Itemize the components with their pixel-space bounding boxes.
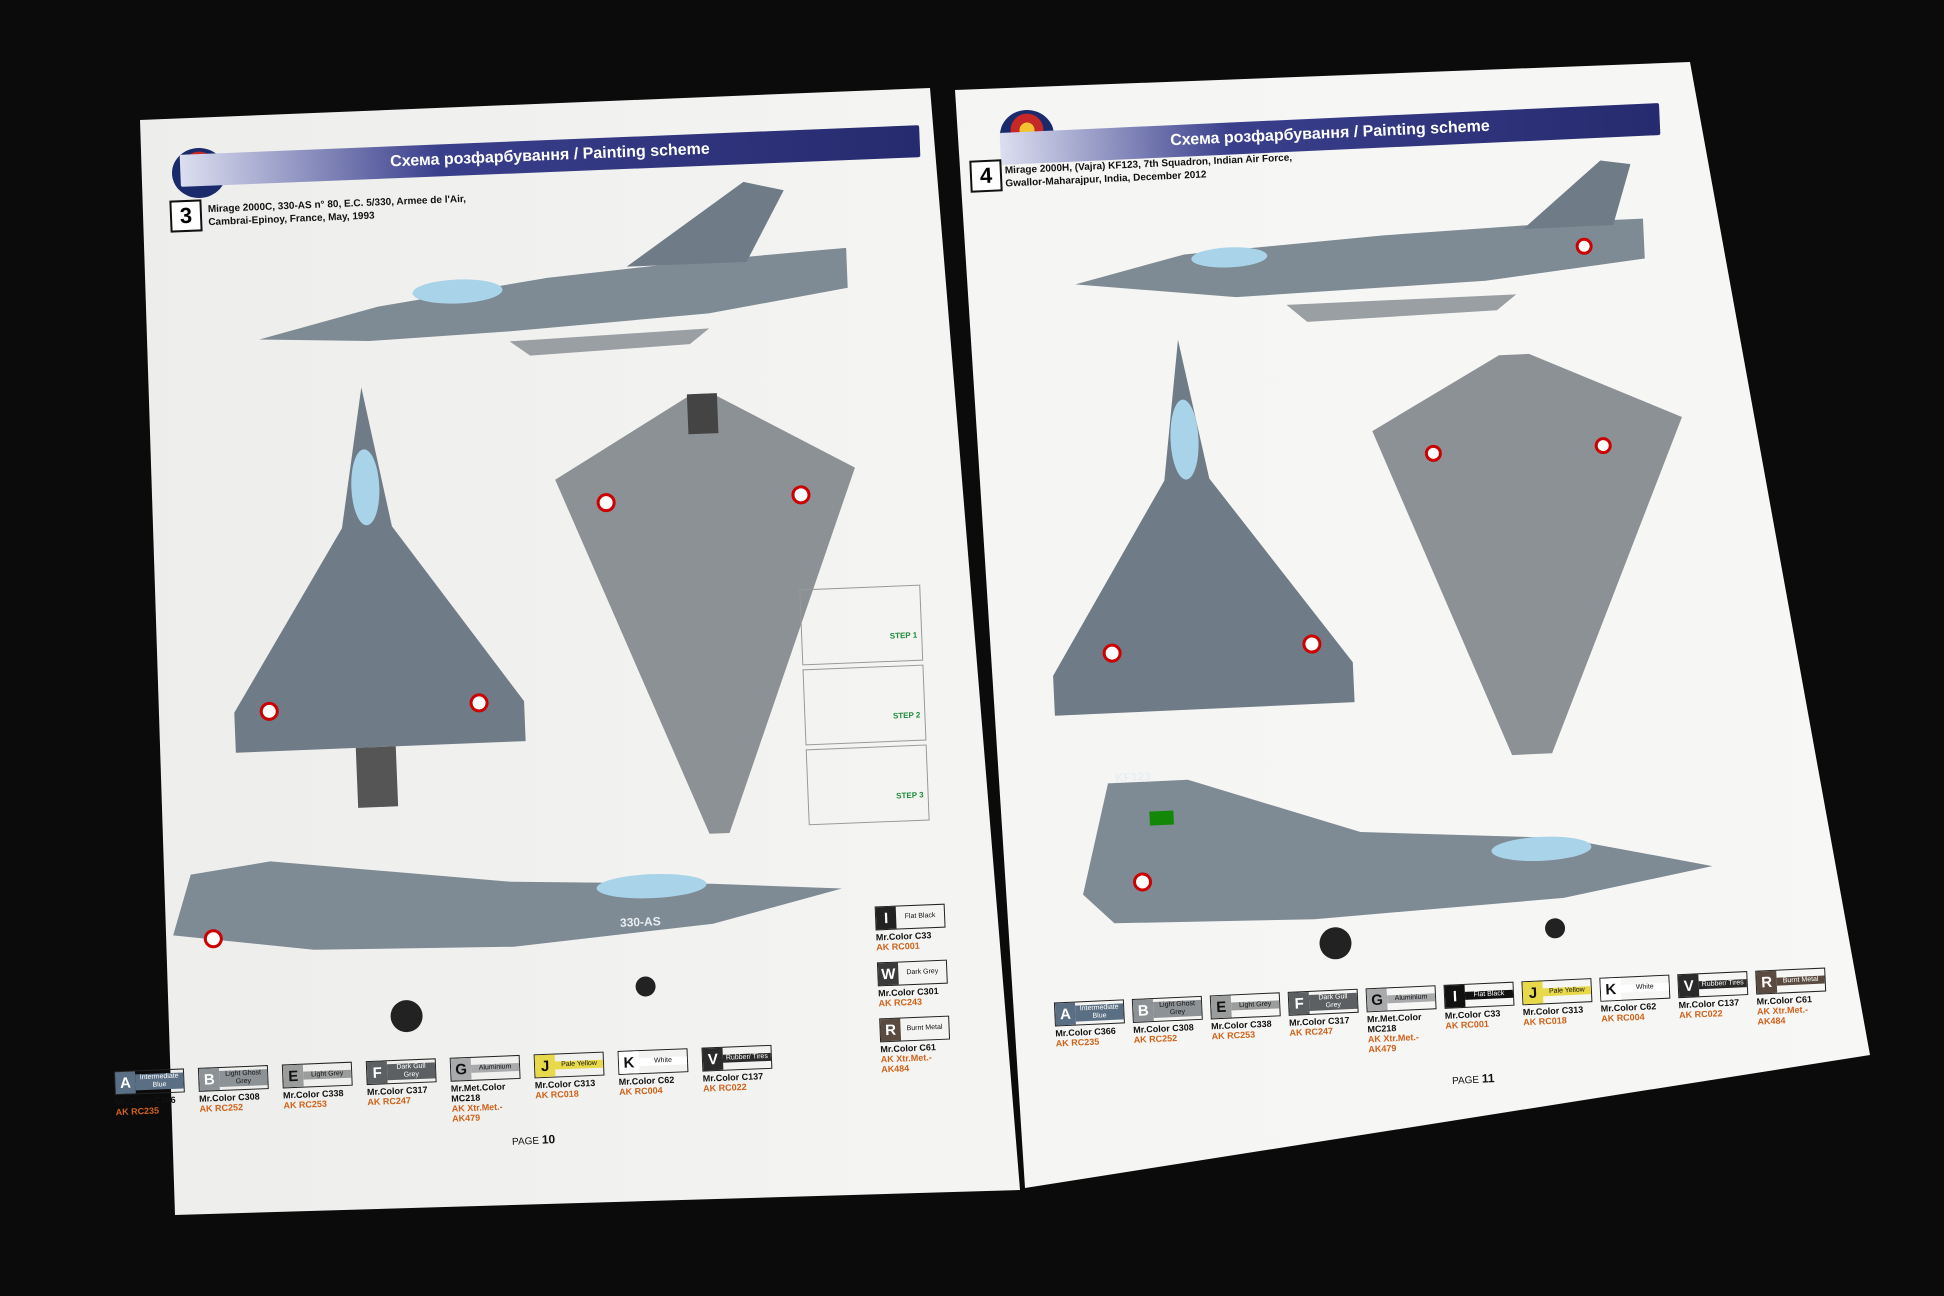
- color-letter: E: [1210, 995, 1232, 1019]
- left-bottom-profile: [173, 861, 842, 1033]
- color-ak-code: AK RC018: [1523, 1015, 1567, 1028]
- color-ak-code: AK RC252: [1133, 1032, 1178, 1045]
- color-name: Intermediate Blue: [1075, 1003, 1124, 1022]
- color-name: Flat Black: [1464, 989, 1514, 1000]
- color-ak-code: AK RC022: [1678, 1008, 1723, 1021]
- color-letter: G: [1366, 988, 1388, 1012]
- color-letter: A: [1054, 1002, 1076, 1026]
- right-page-number: PAGE 11: [1452, 1071, 1495, 1087]
- right-tail-code: KF123: [1114, 769, 1152, 785]
- right-top-profile: [1075, 160, 1645, 322]
- color-letter: R: [1756, 970, 1778, 994]
- left-plan-view-bottom: [555, 393, 855, 834]
- right-plan-view-top: [1053, 339, 1355, 716]
- color-name: Burnt Metal: [1776, 975, 1825, 986]
- color-name: Dark Gull Grey: [1308, 992, 1358, 1011]
- color-letter: F: [1288, 991, 1310, 1015]
- right-plan-view-bottom: [1372, 353, 1682, 756]
- left-plan-view-top: [234, 387, 526, 808]
- color-ak-code: AK RC001: [1445, 1018, 1490, 1031]
- right-page-value: 11: [1481, 1071, 1495, 1086]
- color-ak-code: AK RC247: [1289, 1025, 1334, 1038]
- color-ak-code: AK Xtr.Met.- AK484: [1756, 1004, 1809, 1027]
- color-letter: J: [1522, 981, 1544, 1005]
- color-letter: B: [1132, 999, 1154, 1022]
- right-bottom-profile: [1083, 779, 1713, 960]
- color-name: Pale Yellow: [1542, 986, 1592, 997]
- cockpit-steps-inset: [799, 584, 930, 826]
- color-letter: V: [1678, 974, 1700, 998]
- left-top-profile: [259, 181, 848, 356]
- color-letter: I: [1444, 984, 1466, 1008]
- color-ak-code: AK RC235: [1055, 1036, 1100, 1049]
- color-ak-code: AK Xtr.Met.- AK479: [1367, 1032, 1420, 1055]
- color-ak-code: AK RC004: [1600, 1011, 1645, 1024]
- color-name: Light Grey: [1231, 1000, 1280, 1011]
- color-name: Aluminium: [1386, 993, 1436, 1004]
- color-ak-code: AK RC253: [1211, 1029, 1256, 1042]
- color-letter: K: [1600, 977, 1622, 1001]
- color-name: White: [1620, 982, 1669, 993]
- color-name: Rubber/ Tires: [1698, 979, 1747, 990]
- right-page-label: PAGE: [1451, 1074, 1480, 1087]
- color-name: Light Ghost Grey: [1152, 999, 1202, 1019]
